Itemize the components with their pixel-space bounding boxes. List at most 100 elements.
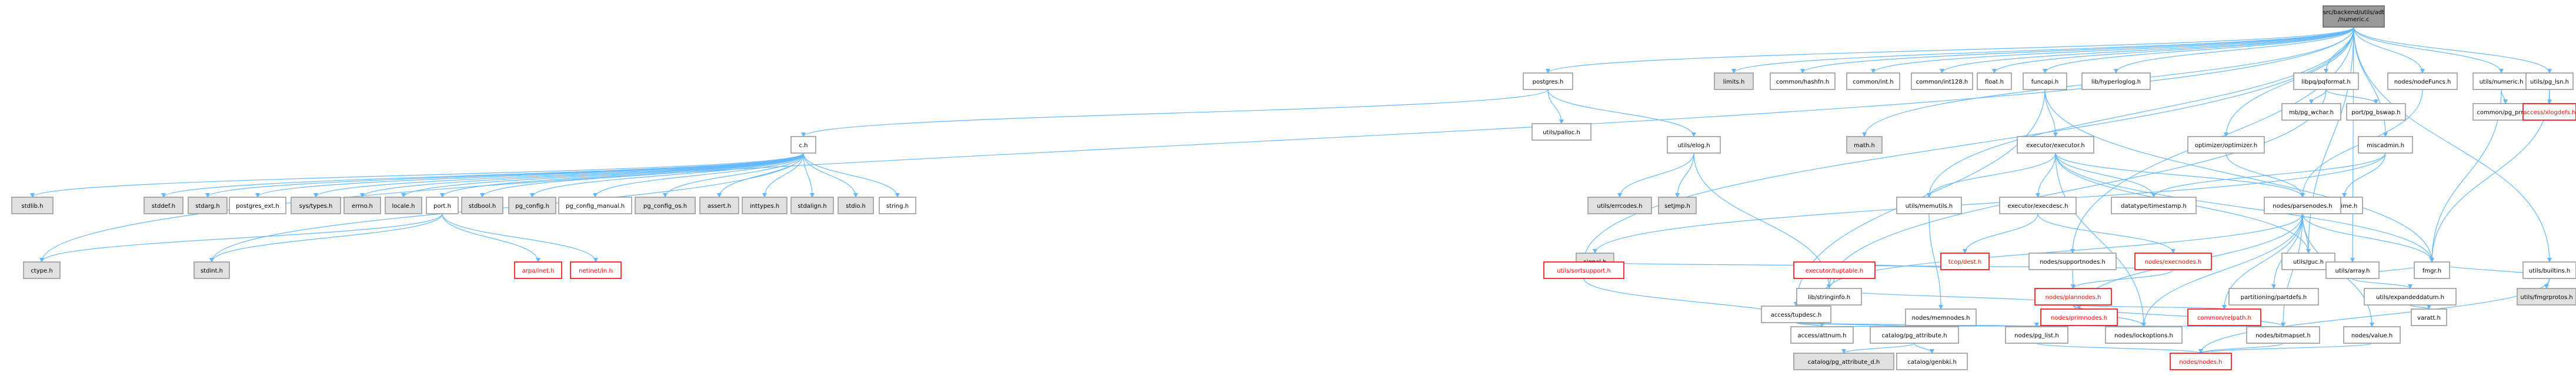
node-pqformat-h[interactable]: libpq/pqformat.h (2293, 72, 2359, 90)
node-nodeFuncs-h[interactable]: nodes/nodeFuncs.h (2387, 72, 2458, 90)
edge-port_h-to-arpa_inet_h (442, 213, 540, 263)
node-miscadmin-h[interactable]: miscadmin.h (2358, 136, 2413, 154)
node-netinet-in-h[interactable]: netinet/in.h (570, 261, 622, 279)
node-utils-memutils-h[interactable]: utils/memutils.h (1896, 197, 1962, 214)
node-pg-config-manual-h[interactable]: pg_config_manual.h (558, 197, 632, 214)
node-utils-sortsupport-h[interactable]: utils/sortsupport.h (1543, 261, 1624, 279)
node-string-h[interactable]: string.h (879, 197, 916, 214)
node-box (1523, 72, 1573, 90)
node-box (193, 261, 230, 279)
node-utils-expandeddatum-h[interactable]: utils/expandeddatum.h (2364, 288, 2457, 306)
node-sys-types-h[interactable]: sys/types.h (291, 197, 341, 214)
node-funcapi-h[interactable]: funcapi.h (2023, 72, 2067, 90)
node-stdint-h[interactable]: stdint.h (193, 261, 230, 279)
node-limits-h[interactable]: limits.h (1714, 72, 1754, 90)
node-port-h[interactable]: port.h (426, 197, 459, 214)
node-catalog-genbki-h[interactable]: catalog/genbki.h (1896, 353, 1968, 370)
node-catalog-pg-attribute-d-h[interactable]: catalog/pg_attribute_d.h (1793, 353, 1894, 370)
node-catalog-pg-attribute-h[interactable]: catalog/pg_attribute.h (1870, 326, 1959, 344)
node-utils-array-h[interactable]: utils/array.h (2325, 261, 2380, 279)
node-utils-fmgrprotos-h[interactable]: utils/fmgrprotos.h (2517, 288, 2576, 306)
node-executor-execdesc-h[interactable]: executor/execdesc.h (1999, 197, 2077, 214)
node-label: string.h (886, 203, 909, 210)
node-nodes-bitmapset-h[interactable]: nodes/bitmapset.h (2246, 326, 2320, 344)
node-label: funcapi.h (2031, 79, 2058, 85)
node-inttypes-h[interactable]: inttypes.h (742, 197, 788, 214)
node-nodes-memnodes-h[interactable]: nodes/memnodes.h (1905, 308, 1977, 326)
node-utils-numeric-h[interactable]: utils/numeric.h (2472, 72, 2530, 90)
node-lib-stringinfo-h[interactable]: lib/stringinfo.h (1796, 288, 1862, 306)
node-executor-tuptable-h[interactable]: executor/tuptable.h (1793, 261, 1876, 279)
node-label: utils/sortsupport.h (1557, 268, 1611, 274)
node-fmgr-h[interactable]: fmgr.h (2414, 261, 2450, 279)
node-c-h[interactable]: c.h (790, 136, 816, 154)
node-mb-pg-wchar-h[interactable]: mb/pg_wchar.h (2281, 103, 2341, 121)
node-access-attnum-h[interactable]: access/attnum.h (1790, 326, 1854, 344)
node-label: nodes/execnodes.h (2145, 259, 2201, 266)
edge-executor_executor_h-to-utils_memutils_h (1927, 152, 2056, 198)
edge-utils_elog_h-to-setjmp_h (1675, 152, 1694, 198)
node-label: math.h (1854, 142, 1875, 149)
edge-root-to-utils_pg_lsn_h (2353, 26, 2552, 74)
node-postgres-h[interactable]: postgres.h (1523, 72, 1573, 90)
node-pg-config-os-h[interactable]: pg_config_os.h (635, 197, 696, 214)
node-pg-config-h[interactable]: pg_config.h (508, 197, 556, 214)
edge-funcapi_h-to-fmgr_h (2044, 89, 2434, 263)
node-stdalign-h[interactable]: stdalign.h (790, 197, 834, 214)
node-label: nodes/primnodes.h (2051, 315, 2107, 321)
node-executor-executor-h[interactable]: executor/executor.h (2017, 136, 2094, 154)
node-box (426, 197, 459, 214)
node-label: limits.h (1723, 79, 1745, 85)
node-access-tupdesc-h[interactable]: access/tupdesc.h (1761, 306, 1831, 323)
node-port-pg-bswap-h[interactable]: port/pg_bswap.h (2346, 103, 2406, 121)
edge-root-to-utils_memutils_h (1927, 26, 2354, 198)
node-nodes-value-h[interactable]: nodes/value.h (2343, 326, 2401, 344)
node-nodes-pg-list-h[interactable]: nodes/pg_list.h (2005, 326, 2068, 344)
node-utils-pg-lsn-h[interactable]: utils/pg_lsn.h (2525, 72, 2574, 90)
node-common-relpath-h[interactable]: common/relpath.h (2187, 308, 2261, 326)
node-arpa-inet-h[interactable]: arpa/inet.h (514, 261, 562, 279)
node-optimizer-h[interactable]: optimizer/optimizer.h (2187, 136, 2265, 154)
node-nodes-nodes-h[interactable]: nodes/nodes.h (2170, 353, 2232, 370)
node-box (1658, 197, 1697, 214)
node-locale-h[interactable]: locale.h (385, 197, 422, 214)
node-common-int128-h[interactable]: common/int128.h (1911, 72, 1973, 90)
node-stdbool-h[interactable]: stdbool.h (461, 197, 503, 214)
node-utils-palloc-h[interactable]: utils/palloc.h (1531, 123, 1591, 141)
node-ctype-h[interactable]: ctype.h (23, 261, 61, 279)
node-math-h[interactable]: math.h (1846, 136, 1883, 154)
node-stdlib-h[interactable]: stdlib.h (11, 197, 54, 214)
node-common-hashfn-h[interactable]: common/hashfn.h (1770, 72, 1836, 90)
node-errno-h[interactable]: errno.h (343, 197, 381, 214)
node-box (188, 197, 228, 214)
node-partitioning-partdefs-h[interactable]: partitioning/partdefs.h (2228, 288, 2319, 306)
node-nodes-lockoptions-h[interactable]: nodes/lockoptions.h (2105, 326, 2183, 344)
node-utils-errcodes-h[interactable]: utils/errcodes.h (1587, 197, 1652, 214)
node-label: pgtime.h (2331, 203, 2358, 210)
node-datatype-timestamp-h[interactable]: datatype/timestamp.h (2111, 197, 2197, 214)
node-box (23, 261, 61, 279)
node-box (2325, 261, 2380, 279)
node-nodes-supportnodes-h[interactable]: nodes/supportnodes.h (2028, 253, 2117, 270)
node-postgres-ext-h[interactable]: postgres_ext.h (229, 197, 286, 214)
node-common-int-h[interactable]: common/int.h (1846, 72, 1900, 90)
node-utils-elog-h[interactable]: utils/elog.h (1667, 136, 1721, 154)
node-float-h[interactable]: float.h (1977, 72, 2012, 90)
node-stddef-h[interactable]: stddef.h (144, 197, 183, 214)
node-setjmp-h[interactable]: setjmp.h (1658, 197, 1697, 214)
node-hyperloglog-h[interactable]: lib/hyperloglog.h (2081, 72, 2151, 90)
node-utils-builtins-h[interactable]: utils/builtins.h (2522, 261, 2576, 279)
node-box (1667, 136, 1721, 154)
node-nodes-parsenodes-h[interactable]: nodes/parsenodes.h (2264, 197, 2341, 214)
node-nodes-plannodes-h[interactable]: nodes/plannodes.h (2034, 288, 2112, 306)
node-access-xlogdefs-h[interactable]: access/xlogdefs.h (2522, 103, 2576, 121)
node-nodes-primnodes-h[interactable]: nodes/primnodes.h (2040, 308, 2118, 326)
node-tcop-dest-h[interactable]: tcop/dest.h (1940, 253, 1990, 270)
node-nodes-execnodes-h[interactable]: nodes/execnodes.h (2134, 253, 2212, 270)
node-varatt-h[interactable]: varatt.h (2411, 308, 2447, 326)
node-stdio-h[interactable]: stdio.h (837, 197, 874, 214)
node-stdarg-h[interactable]: stdarg.h (188, 197, 228, 214)
node-assert-h[interactable]: assert.h (699, 197, 739, 214)
node-box (2522, 261, 2576, 279)
node-label: nodes/value.h (2351, 333, 2393, 339)
